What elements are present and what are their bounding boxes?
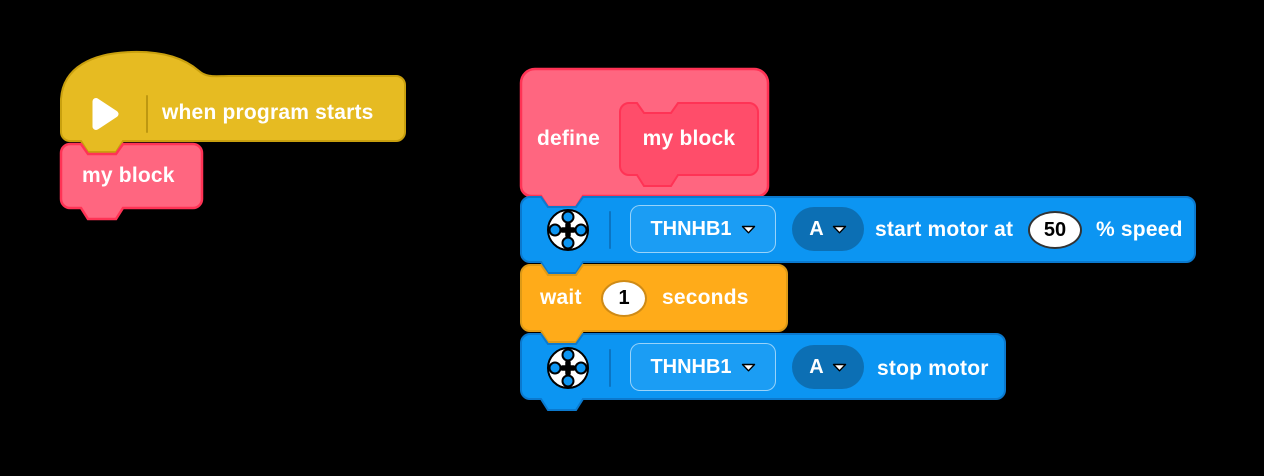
call-block-shape	[59, 142, 204, 221]
wait-block[interactable]: wait 1 seconds	[520, 264, 788, 343]
hub-dropdown-value: THNHB1	[650, 355, 732, 378]
play-icon	[92, 98, 119, 130]
speed-input[interactable]: 50	[1028, 211, 1082, 249]
my-block-prototype[interactable]: my block	[619, 102, 759, 187]
hub-dropdown[interactable]: THNHB1	[630, 205, 776, 253]
wait-label-after: seconds	[662, 286, 749, 309]
duration-input[interactable]: 1	[601, 280, 647, 317]
motor-icon	[547, 347, 589, 389]
chevron-down-icon	[832, 225, 846, 233]
prototype-label: my block	[642, 127, 736, 150]
port-dropdown-value: A	[809, 217, 824, 240]
port-dropdown-value: A	[809, 355, 824, 378]
stop-motor-label: stop motor	[877, 357, 989, 380]
chevron-down-icon	[832, 363, 846, 371]
hub-dropdown-value: THNHB1	[650, 217, 732, 240]
stop-motor-block[interactable]: THNHB1 A stop motor	[520, 333, 1006, 411]
define-keyword-label: define	[537, 127, 601, 150]
motor-block-divider	[609, 211, 611, 249]
port-dropdown[interactable]: A	[792, 207, 864, 251]
hub-dropdown[interactable]: THNHB1	[630, 343, 776, 391]
when-program-starts-block[interactable]: when program starts	[60, 50, 406, 153]
start-motor-block[interactable]: THNHB1 A start motor at 50 % speed	[520, 196, 1196, 274]
start-motor-label-after: % speed	[1096, 218, 1183, 241]
wait-label-before: wait	[540, 286, 582, 309]
hat-divider	[146, 95, 148, 133]
prototype-shape	[619, 102, 759, 187]
call-block-label: my block	[82, 164, 175, 187]
start-motor-label-before: start motor at	[875, 218, 1014, 241]
port-dropdown[interactable]: A	[792, 345, 864, 389]
motor-icon	[547, 209, 589, 251]
hat-block-label: when program starts	[162, 101, 374, 124]
chevron-down-icon	[741, 225, 755, 233]
define-block[interactable]: define my block	[519, 67, 770, 209]
wait-block-shape	[520, 264, 788, 343]
chevron-down-icon	[741, 363, 755, 371]
my-block-call-block[interactable]: my block	[59, 142, 204, 221]
motor-block-divider	[609, 349, 611, 387]
